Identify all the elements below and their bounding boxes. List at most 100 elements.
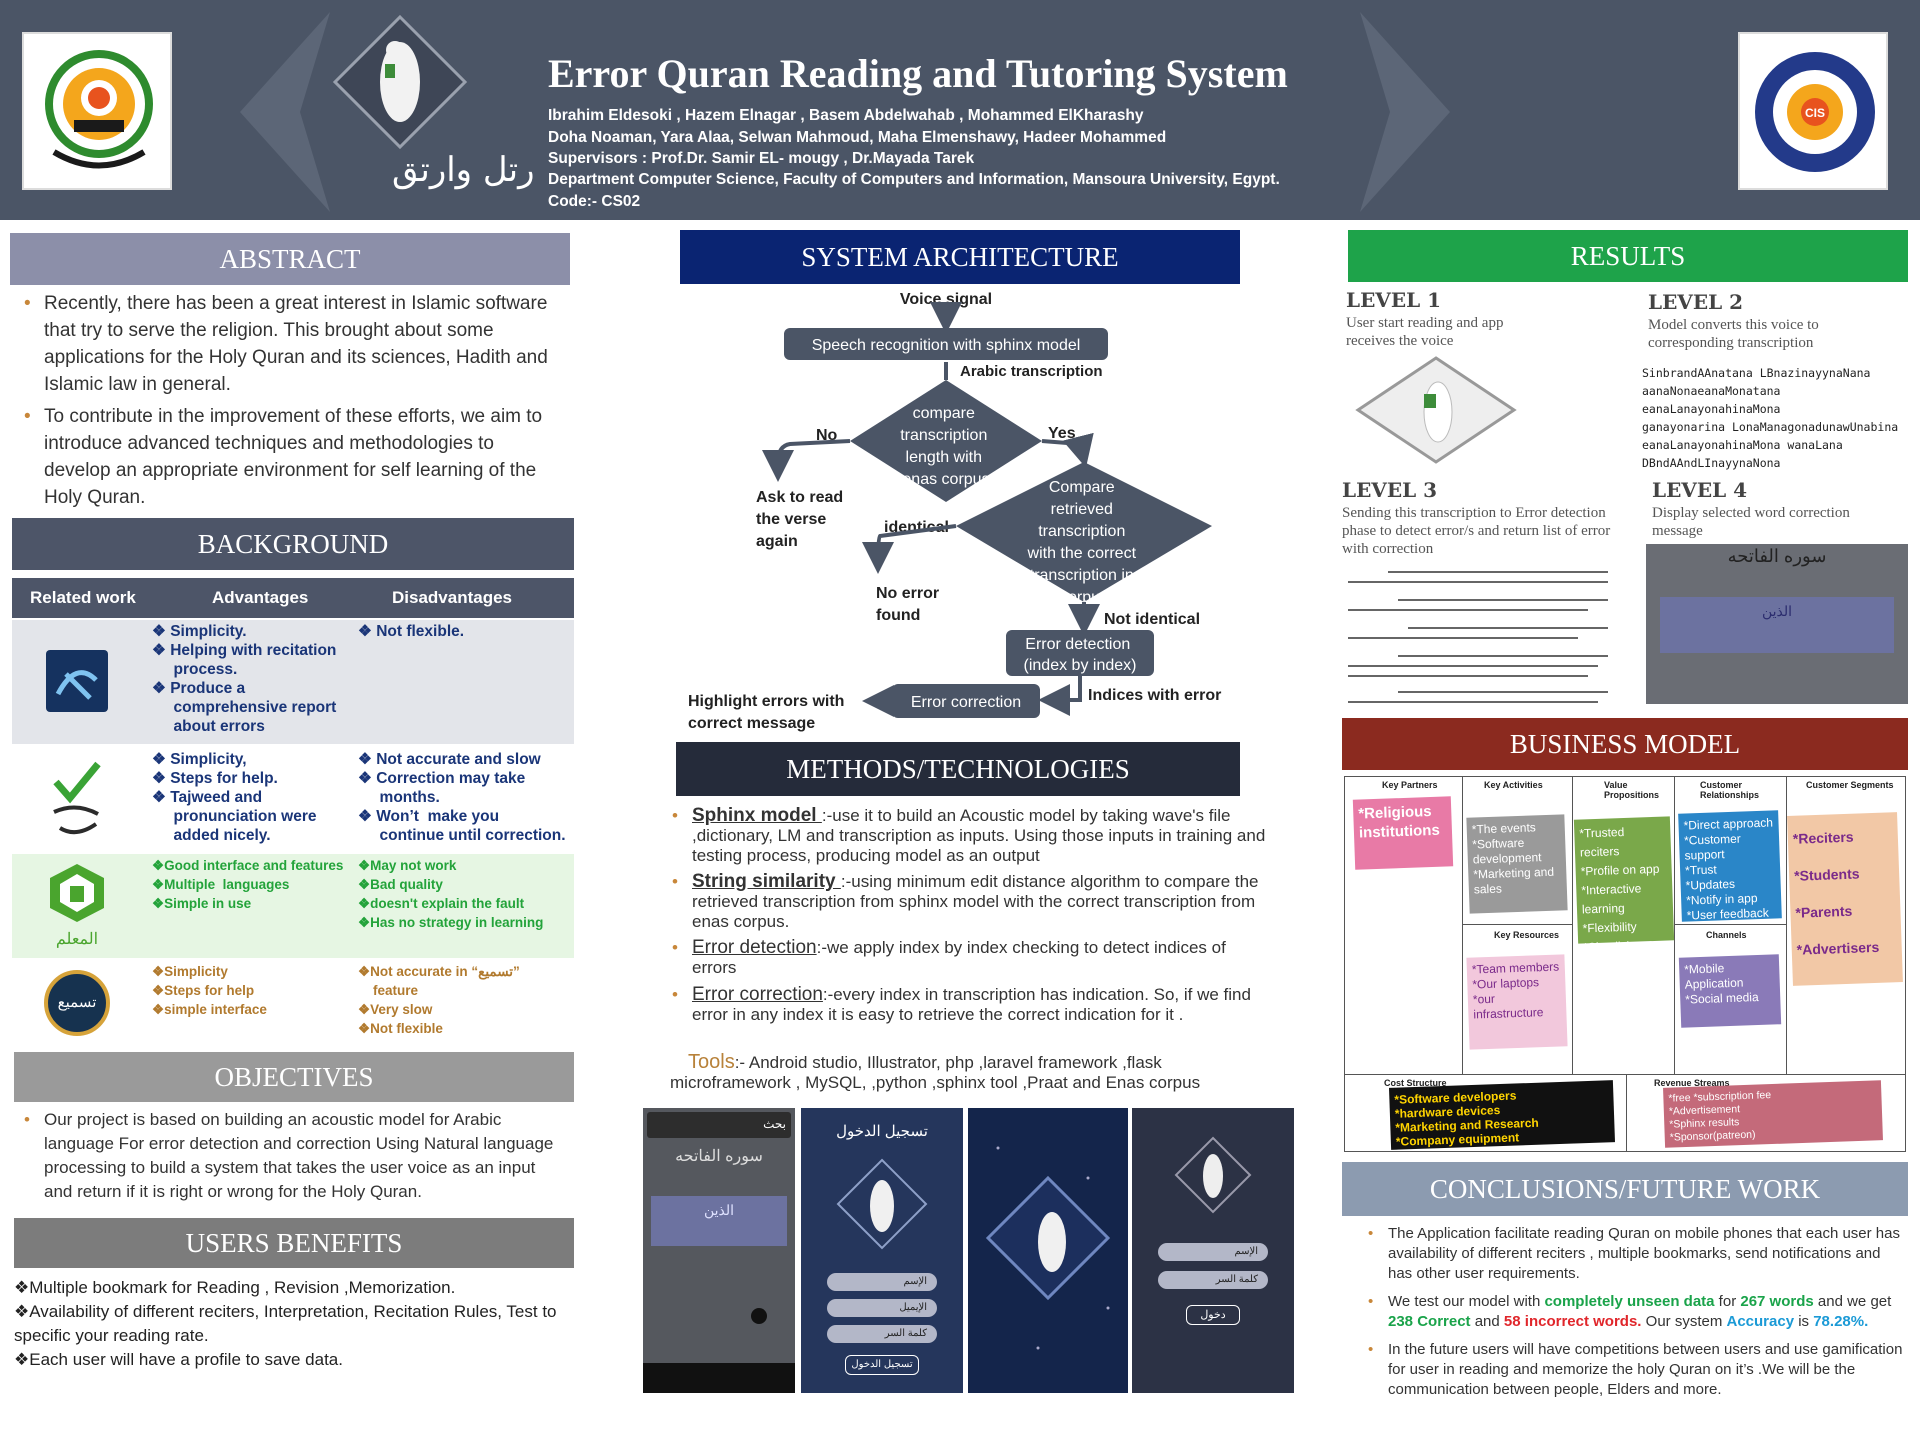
conclusion-run: Accuracy xyxy=(1726,1313,1795,1330)
method-string-similarity: String similarity :-using minimum edit d… xyxy=(668,872,1268,932)
conclusion-bullet-1: The Application facilitate reading Quran… xyxy=(1364,1224,1904,1284)
conclusion-run: for xyxy=(1714,1293,1741,1310)
screenshot-splash xyxy=(968,1108,1128,1393)
bm-relations-title: Customer Relationships xyxy=(1700,780,1760,800)
benefit-item: ❖Availability of different reciters, Int… xyxy=(14,1302,557,1345)
app-logo-text: رتل وارتق xyxy=(392,150,535,190)
method-sphinx: Sphinx model :-use it to build an Acoust… xyxy=(668,806,1268,866)
signin-name-field[interactable]: الإسم xyxy=(1158,1243,1268,1261)
level4-sura-title: سوره الفاتحه xyxy=(1727,546,1827,566)
fc-indices-label: Indices with error xyxy=(1088,687,1221,704)
fc-speech-box xyxy=(784,328,1108,360)
login-button[interactable]: تسجيل الدخول xyxy=(845,1355,919,1375)
screenshot-signin: الإسم كلمة السر دخول xyxy=(1132,1108,1294,1393)
sura-title: سوره الفاتحه xyxy=(675,1148,763,1165)
row3-advantages: ❖Good interface and features ❖Multiple l… xyxy=(152,858,344,911)
fc-detection-box xyxy=(1006,630,1154,676)
method-tools: Tools:- Android studio, Illustrator, php… xyxy=(670,1051,1201,1092)
password-field[interactable]: كلمة السر xyxy=(827,1325,937,1343)
login-title: تسجيل الدخول xyxy=(836,1123,928,1140)
poster-header: رتل وارتق Error Quran Reading and Tutori… xyxy=(0,0,1920,220)
authors-line-2: Doha Noaman, Yara Alaa, Selwan Mahmoud, … xyxy=(548,129,1167,146)
svg-text:Error detection (index by: Error detection (index by index) xyxy=(1024,636,1137,674)
conclusion-bullet-2: We test our model with completely unseen… xyxy=(1364,1292,1904,1332)
level3-title: LEVEL 3 xyxy=(1342,478,1438,502)
related-work-icon-3: المعلم xyxy=(46,862,108,948)
header-ornament-left xyxy=(240,12,468,212)
header-ornament-right xyxy=(1360,12,1450,212)
authors-line-1: Ibrahim Eldesoki , Hazem Elnagar , Basem… xyxy=(548,107,1144,124)
search-bar: بحث xyxy=(647,1112,791,1138)
fc-highlight: Highlight errors with correct message xyxy=(688,693,849,732)
objectives-text: Our project is based on building an acou… xyxy=(20,1108,566,1204)
conclusion-run: 58 incorrect words. xyxy=(1503,1313,1642,1330)
bm-key-partners-title: Key Partners xyxy=(1382,780,1438,790)
conclusion-run: We test our model with xyxy=(1388,1293,1545,1310)
col-advantages: Advantages xyxy=(212,588,309,607)
row4-disadvantages: ❖Not accurate in “تسميع” feature ❖Very s… xyxy=(358,964,520,1036)
method-error-correction: Error correction:-every index in transcr… xyxy=(668,985,1268,1025)
row1-disadvantages: ❖ Not flexible. xyxy=(358,623,465,640)
mansoura-university-logo xyxy=(22,32,172,190)
fc-no-error: No error found xyxy=(876,585,944,624)
fc-speech-text: Speech recognition with sphinx model xyxy=(812,337,1081,354)
email-field[interactable]: الإيميل xyxy=(827,1299,937,1317)
conclusion-run: 238 Correct xyxy=(1388,1313,1471,1330)
level1-title: LEVEL 1 xyxy=(1346,288,1442,312)
conclusion-run: 267 words xyxy=(1740,1293,1814,1310)
architecture-heading: SYSTEM ARCHITECTURE xyxy=(680,230,1240,284)
bm-resources-title: Key Resources xyxy=(1494,930,1560,940)
signin-button[interactable]: دخول xyxy=(1186,1305,1240,1325)
methods-heading: METHODS/TECHNOLOGIES xyxy=(676,742,1240,796)
code-line: Code:- CS02 xyxy=(548,193,641,210)
business-heading: BUSINESS MODEL xyxy=(1342,718,1908,770)
col-disadvantages: Disadvantages xyxy=(392,588,512,607)
abstract-heading: ABSTRACT xyxy=(10,233,570,285)
error-word-card: الذين xyxy=(651,1196,787,1246)
row1-advantages: ❖ Simplicity. ❖ Helping with recitation … xyxy=(152,623,337,735)
svg-text:compare transcription: compare transcription length with enas c… xyxy=(900,405,992,488)
level4-error-word: الذين xyxy=(1660,597,1894,653)
bm-revenue-note: *free *subscription fee *Advertisement *… xyxy=(1663,1080,1883,1148)
bm-revenue-title: Revenue Streams xyxy=(1654,1078,1730,1088)
bm-channels-title: Channels xyxy=(1706,930,1747,940)
poster-title: Error Quran Reading and Tutoring System xyxy=(548,51,1288,96)
level2-title: LEVEL 2 xyxy=(1648,290,1744,314)
svg-text:Compare retrieved tran: Compare retrieved transcription with the… xyxy=(1027,479,1141,606)
bm-segments-title: Customer Segments xyxy=(1806,780,1894,790)
background-heading: BACKGROUND xyxy=(12,518,574,570)
row2-disadvantages: ❖ Not accurate and slow ❖ Correction may… xyxy=(358,751,566,844)
bm-cost-title: Cost Structure xyxy=(1384,1078,1447,1088)
fc-ask-read: Ask to read the verse again xyxy=(756,489,848,550)
bm-segments-note: *Reciters *Students *Parents *Advertiser… xyxy=(1787,812,1903,986)
fc-no-label: No xyxy=(816,427,838,444)
fc-yes-label: Yes xyxy=(1048,425,1076,442)
level1-text: User start reading and app receives the … xyxy=(1346,315,1504,349)
fc-compare-corpus-diamond xyxy=(956,462,1212,602)
method-error-detection: Error detection:-we apply index by index… xyxy=(668,938,1268,978)
signin-password-field[interactable]: كلمة السر xyxy=(1158,1271,1268,1289)
level3-text: Sending this transcription to Error dete… xyxy=(1342,505,1611,557)
objectives-heading: OBJECTIVES xyxy=(14,1052,574,1102)
benefits-heading: USERS BENEFITS xyxy=(14,1218,574,1268)
level3-error-list xyxy=(1338,566,1616,710)
fc-correction-text: Error correction xyxy=(911,694,1021,711)
row4-advantages: ❖Simplicity ❖Steps for help ❖simple inte… xyxy=(152,964,267,1017)
conclusions-heading: CONCLUSIONS/FUTURE WORK xyxy=(1342,1162,1908,1216)
bm-values-note: *Trusted reciters *Profile on app *Inter… xyxy=(1573,816,1675,954)
conclusion-run: completely unseen data xyxy=(1544,1293,1715,1310)
abstract-bullet-2: To contribute in the improvement of thes… xyxy=(20,403,560,511)
architecture-flowchart: Voice signal Speech recognition with sph… xyxy=(688,291,1221,732)
name-field[interactable]: الإسم xyxy=(827,1273,937,1291)
conclusion-run: and we get xyxy=(1813,1293,1892,1310)
bm-resources-note: *Team members *Our laptops *our infrastr… xyxy=(1466,954,1568,1050)
row2-advantages: ❖ Simplicity, ❖ Steps for help. ❖ Tajwee… xyxy=(152,751,317,844)
benefits-list: ❖Multiple bookmark for Reading , Revisio… xyxy=(14,1276,594,1372)
conclusion-run: Our system xyxy=(1641,1313,1727,1330)
level1-app-logo xyxy=(1355,356,1517,464)
svg-text:CIS: CIS xyxy=(1805,106,1825,120)
fc-voice-signal: Voice signal xyxy=(900,291,992,308)
bm-activities-note: *The events *Software development *Marke… xyxy=(1466,814,1568,914)
icon-label-teacher: المعلم xyxy=(55,931,99,948)
